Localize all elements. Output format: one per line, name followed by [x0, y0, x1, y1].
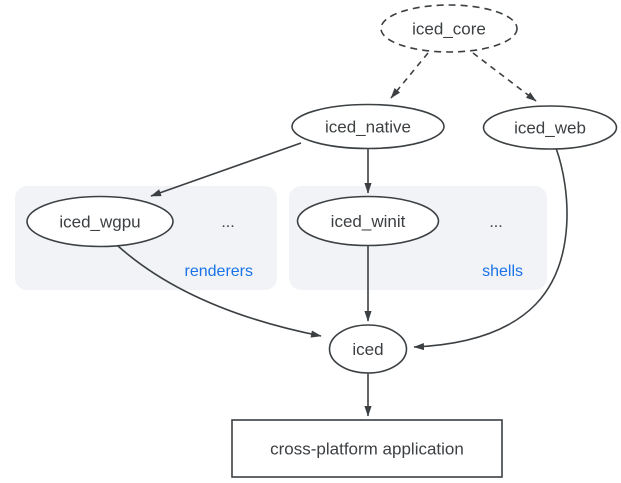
node-iced-core — [380, 4, 518, 53]
shells-group-label: shells — [482, 263, 523, 280]
shells-ellipsis: ... — [489, 214, 502, 231]
node-iced-winit — [296, 195, 440, 247]
node-iced-web — [482, 105, 618, 150]
iced-wgpu-label: iced_wgpu — [59, 213, 140, 232]
edge-core-to-native — [390, 52, 429, 99]
node-application — [231, 419, 503, 478]
node-iced — [328, 324, 408, 374]
iced-winit-label: iced_winit — [331, 212, 406, 231]
renderers-ellipsis: ... — [221, 214, 234, 231]
iced-native-label: iced_native — [325, 118, 411, 137]
application-label: cross-platform application — [270, 440, 464, 459]
node-iced-wgpu — [26, 195, 174, 248]
renderers-group-label: renderers — [185, 263, 253, 280]
iced-core-label: iced_core — [412, 20, 486, 39]
edge-native-to-wgpu — [150, 142, 302, 197]
edge-web-to-iced — [413, 147, 568, 351]
iced-web-label: iced_web — [514, 119, 586, 138]
edge-core-to-web — [472, 52, 537, 102]
edge-wgpu-to-iced — [117, 245, 322, 338]
iced-label: iced — [352, 340, 383, 359]
node-iced-native — [291, 103, 445, 150]
